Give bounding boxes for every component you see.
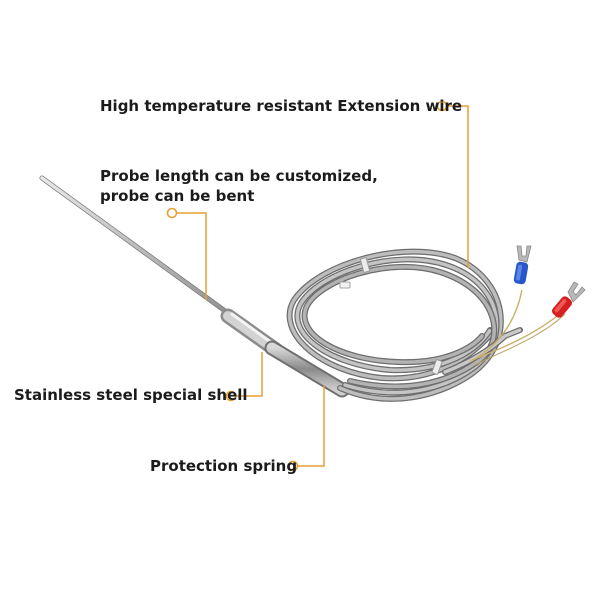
blue-terminal: [513, 245, 532, 285]
label-probe-line-2: probe can be bent: [100, 187, 255, 205]
probe-rod: [39, 175, 235, 319]
callout-line-probe: [176, 212, 207, 300]
callout-dot-shell: [225, 390, 237, 402]
callout-line-shell: [236, 352, 263, 397]
callout-dot-spring: [287, 460, 299, 472]
red-terminal: [551, 281, 586, 318]
protection-spring: [264, 340, 350, 398]
callout-dot-probe: [166, 207, 178, 219]
label-stainless-shell: Stainless steel special shell: [14, 386, 248, 404]
label-probe-length: Probe length can be customized, probe ca…: [100, 166, 378, 206]
callout-line-spring: [298, 386, 325, 467]
label-probe-line-1: Probe length can be customized,: [100, 167, 378, 185]
callout-markers: [166, 100, 448, 472]
callout-lines: [176, 105, 469, 467]
label-extension-wire: High temperature resistant Extension wir…: [100, 97, 463, 115]
label-protection-spring: Protection spring: [150, 457, 298, 475]
cable-clips: [339, 257, 443, 375]
lead-wires: [469, 289, 566, 366]
callout-dot-extension-wire: [436, 100, 448, 112]
callout-line-extension-wire: [448, 105, 469, 268]
